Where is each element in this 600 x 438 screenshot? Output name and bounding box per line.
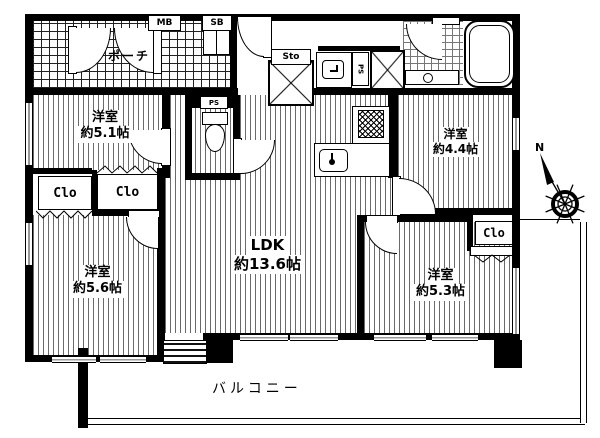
- pillar-ldk-bottom: [203, 333, 233, 363]
- wall-left: [25, 14, 33, 362]
- wall-toilet-bottom: [185, 173, 240, 180]
- toilet-bowl-icon: [205, 124, 225, 152]
- shoe-box: SB: [202, 15, 232, 31]
- window: [25, 103, 33, 165]
- door-leaf: [432, 17, 460, 25]
- door-leaf: [153, 26, 162, 74]
- meter-box: MB: [148, 15, 181, 31]
- room-name-label: 洋室: [89, 110, 120, 127]
- closet-left-upper: Clo: [38, 176, 92, 210]
- room-name-label: 洋室: [82, 265, 113, 282]
- folding-door-icon: [36, 210, 92, 219]
- storage-label: Sto: [282, 52, 300, 62]
- meter-box-label: MB: [156, 18, 173, 28]
- pipe-space-label: PS: [356, 63, 365, 75]
- wall-bedroomBL-ldk: [157, 168, 165, 362]
- wall-toilet-left: [185, 95, 192, 180]
- faucet-icon: [331, 153, 333, 161]
- wall-closet-right-side: [467, 215, 473, 251]
- faucet-icon: [336, 65, 338, 72]
- pipe-space-toilet: PS: [200, 96, 228, 109]
- wall-washroom-top: [318, 46, 400, 51]
- balcony-outer-edge-bottom: [88, 418, 585, 425]
- wall-bedroomTR-bottom: [392, 208, 512, 215]
- wall-balcony-left: [78, 348, 88, 428]
- shower-mixer-icon: [423, 73, 433, 83]
- room-name-label: LDK: [248, 236, 287, 255]
- room-size-label: 約5.1帖: [78, 126, 132, 143]
- wall-bedroomBR-left: [357, 215, 364, 333]
- wall-bedroomTL-ldk-upper: [162, 95, 170, 128]
- bedroom-top-right-label: 洋室 約4.4帖: [413, 127, 498, 157]
- storage-box: Sto: [271, 49, 311, 65]
- folding-door-icon: [474, 254, 510, 263]
- balcony-outer-edge-right: [580, 222, 587, 423]
- wall-below-closet-right: [92, 210, 128, 216]
- compass-needle: [540, 153, 554, 185]
- wall-kitchen-right: [388, 88, 395, 178]
- window: [25, 223, 33, 265]
- folding-door-icon: [97, 165, 157, 174]
- pillar-bedroomBR-bottom: [494, 340, 522, 368]
- bedroom-top-left-label: 洋室 約5.1帖: [55, 110, 155, 143]
- bathtub-icon: [464, 20, 515, 88]
- door-leaf: [161, 128, 171, 166]
- faucet-icon: [329, 159, 335, 165]
- room-name-label: 洋室: [425, 268, 456, 285]
- wall-toilet-top: [185, 88, 238, 95]
- stove-icon: [358, 110, 384, 138]
- bedroom-bottom-right-label: 洋室 約5.3帖: [398, 268, 483, 301]
- window: [240, 334, 288, 341]
- window: [512, 268, 520, 334]
- wall-between-closets: [92, 170, 97, 210]
- wall-bedroomBR-top: [357, 215, 467, 222]
- wall-porch-hall: [230, 14, 237, 95]
- wall-bedroomTL-ldk-lower: [162, 164, 170, 178]
- room-name-label: 洋室: [441, 127, 470, 142]
- window: [512, 118, 520, 150]
- shoe-box-door: [216, 30, 230, 55]
- storage-compartment: [268, 60, 314, 106]
- ldk-label: LDK 約13.6帖: [205, 236, 330, 274]
- window: [290, 334, 338, 341]
- balcony-slop-sink-area: [163, 340, 207, 364]
- compass-north-label: N: [535, 141, 544, 154]
- compass-rose-icon: N: [535, 141, 585, 224]
- wall-under-porch: [25, 88, 185, 95]
- window: [100, 356, 146, 363]
- closet-right: Clo: [475, 221, 513, 245]
- closet-label: Clo: [53, 185, 77, 201]
- bedroom-bottom-left-label: 洋室 約5.6帖: [45, 265, 150, 298]
- window: [52, 356, 96, 363]
- wall-right: [512, 14, 520, 340]
- door-swing-arc: [237, 17, 264, 57]
- balcony-label: バルコニー: [212, 381, 302, 397]
- room-size-label: 約5.3帖: [413, 284, 468, 301]
- closet-label: Clo: [483, 226, 505, 240]
- wall-bedroomTR-left: [392, 95, 398, 176]
- porch-label: ポーチ: [108, 49, 151, 63]
- wall-top: [25, 14, 520, 21]
- wall-toilet-right-upper: [233, 95, 240, 140]
- wall-mid-horizontal: [312, 88, 512, 95]
- room-size-label: 約4.4帖: [430, 142, 481, 157]
- closet-label: Clo: [115, 184, 140, 200]
- room-size-label: 約13.6帖: [231, 254, 303, 274]
- shoe-box-label: SB: [210, 18, 224, 28]
- window: [374, 334, 426, 341]
- window: [432, 334, 478, 341]
- balcony-edge-top-right: [520, 219, 580, 223]
- washbasin-icon: [322, 60, 344, 79]
- pipe-space-hall: PS: [352, 52, 369, 86]
- wall-above-closet-left: [25, 168, 92, 174]
- washer-space: [370, 50, 405, 90]
- shoe-box-door: [203, 30, 217, 55]
- faucet-icon: [330, 70, 338, 72]
- room-size-label: 約5.6帖: [70, 281, 125, 298]
- closet-left-lower: Clo: [97, 174, 158, 210]
- pipe-space-label: PS: [208, 98, 220, 107]
